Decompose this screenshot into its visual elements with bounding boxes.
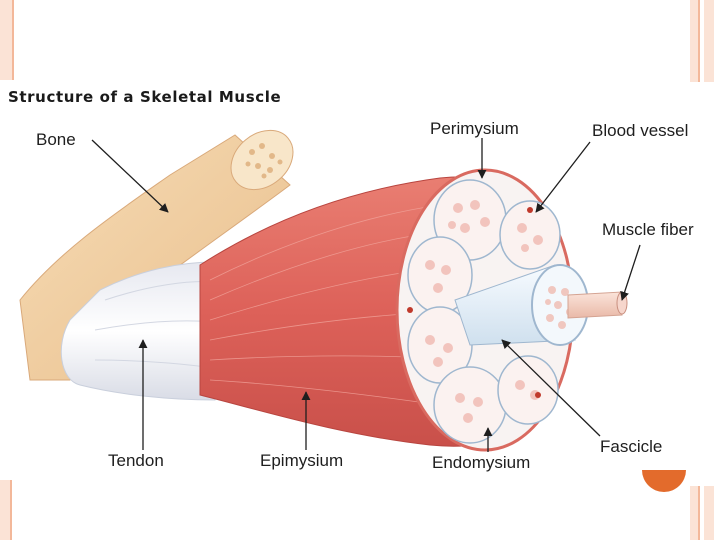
- label-tendon: Tendon: [108, 451, 164, 470]
- diagram-title: Structure of a Skeletal Muscle: [8, 88, 282, 106]
- label-arrows: [91, 138, 641, 452]
- fascicle-arrow: [501, 339, 601, 437]
- page-number-badge: [642, 470, 686, 492]
- muscle-fiber-shape: [567, 291, 628, 319]
- left-bottom-bar: [0, 480, 10, 540]
- label-epimysium: Epimysium: [260, 451, 344, 470]
- right-top-bar-line: [698, 0, 700, 82]
- right-bottom-bar-2: [704, 486, 714, 540]
- right-top-bar: [690, 0, 698, 82]
- blood-vessel-dots: [407, 207, 541, 398]
- label-perimysium: Perimysium: [430, 119, 519, 138]
- label-fascicle: Fascicle: [600, 437, 663, 456]
- fascicle-shape: [454, 264, 589, 346]
- label-bone: Bone: [36, 130, 76, 149]
- right-bottom-bar: [690, 486, 698, 540]
- label-endomysium: Endomysium: [432, 453, 531, 472]
- right-top-bar-2: [704, 0, 714, 82]
- fascicle-cross-sections: [407, 179, 561, 444]
- blood-vessel-arrow: [535, 141, 591, 213]
- left-bottom-bar-line: [10, 480, 12, 540]
- right-bottom-bar-line: [698, 486, 700, 540]
- bone-arrow: [91, 139, 169, 213]
- left-top-bar-line: [12, 0, 14, 80]
- muscle-fiber-arrow: [620, 244, 641, 301]
- label-muscle-fiber: Muscle fiber: [602, 220, 694, 239]
- label-blood-vessel: Blood vessel: [592, 121, 689, 140]
- left-top-bar: [0, 0, 12, 80]
